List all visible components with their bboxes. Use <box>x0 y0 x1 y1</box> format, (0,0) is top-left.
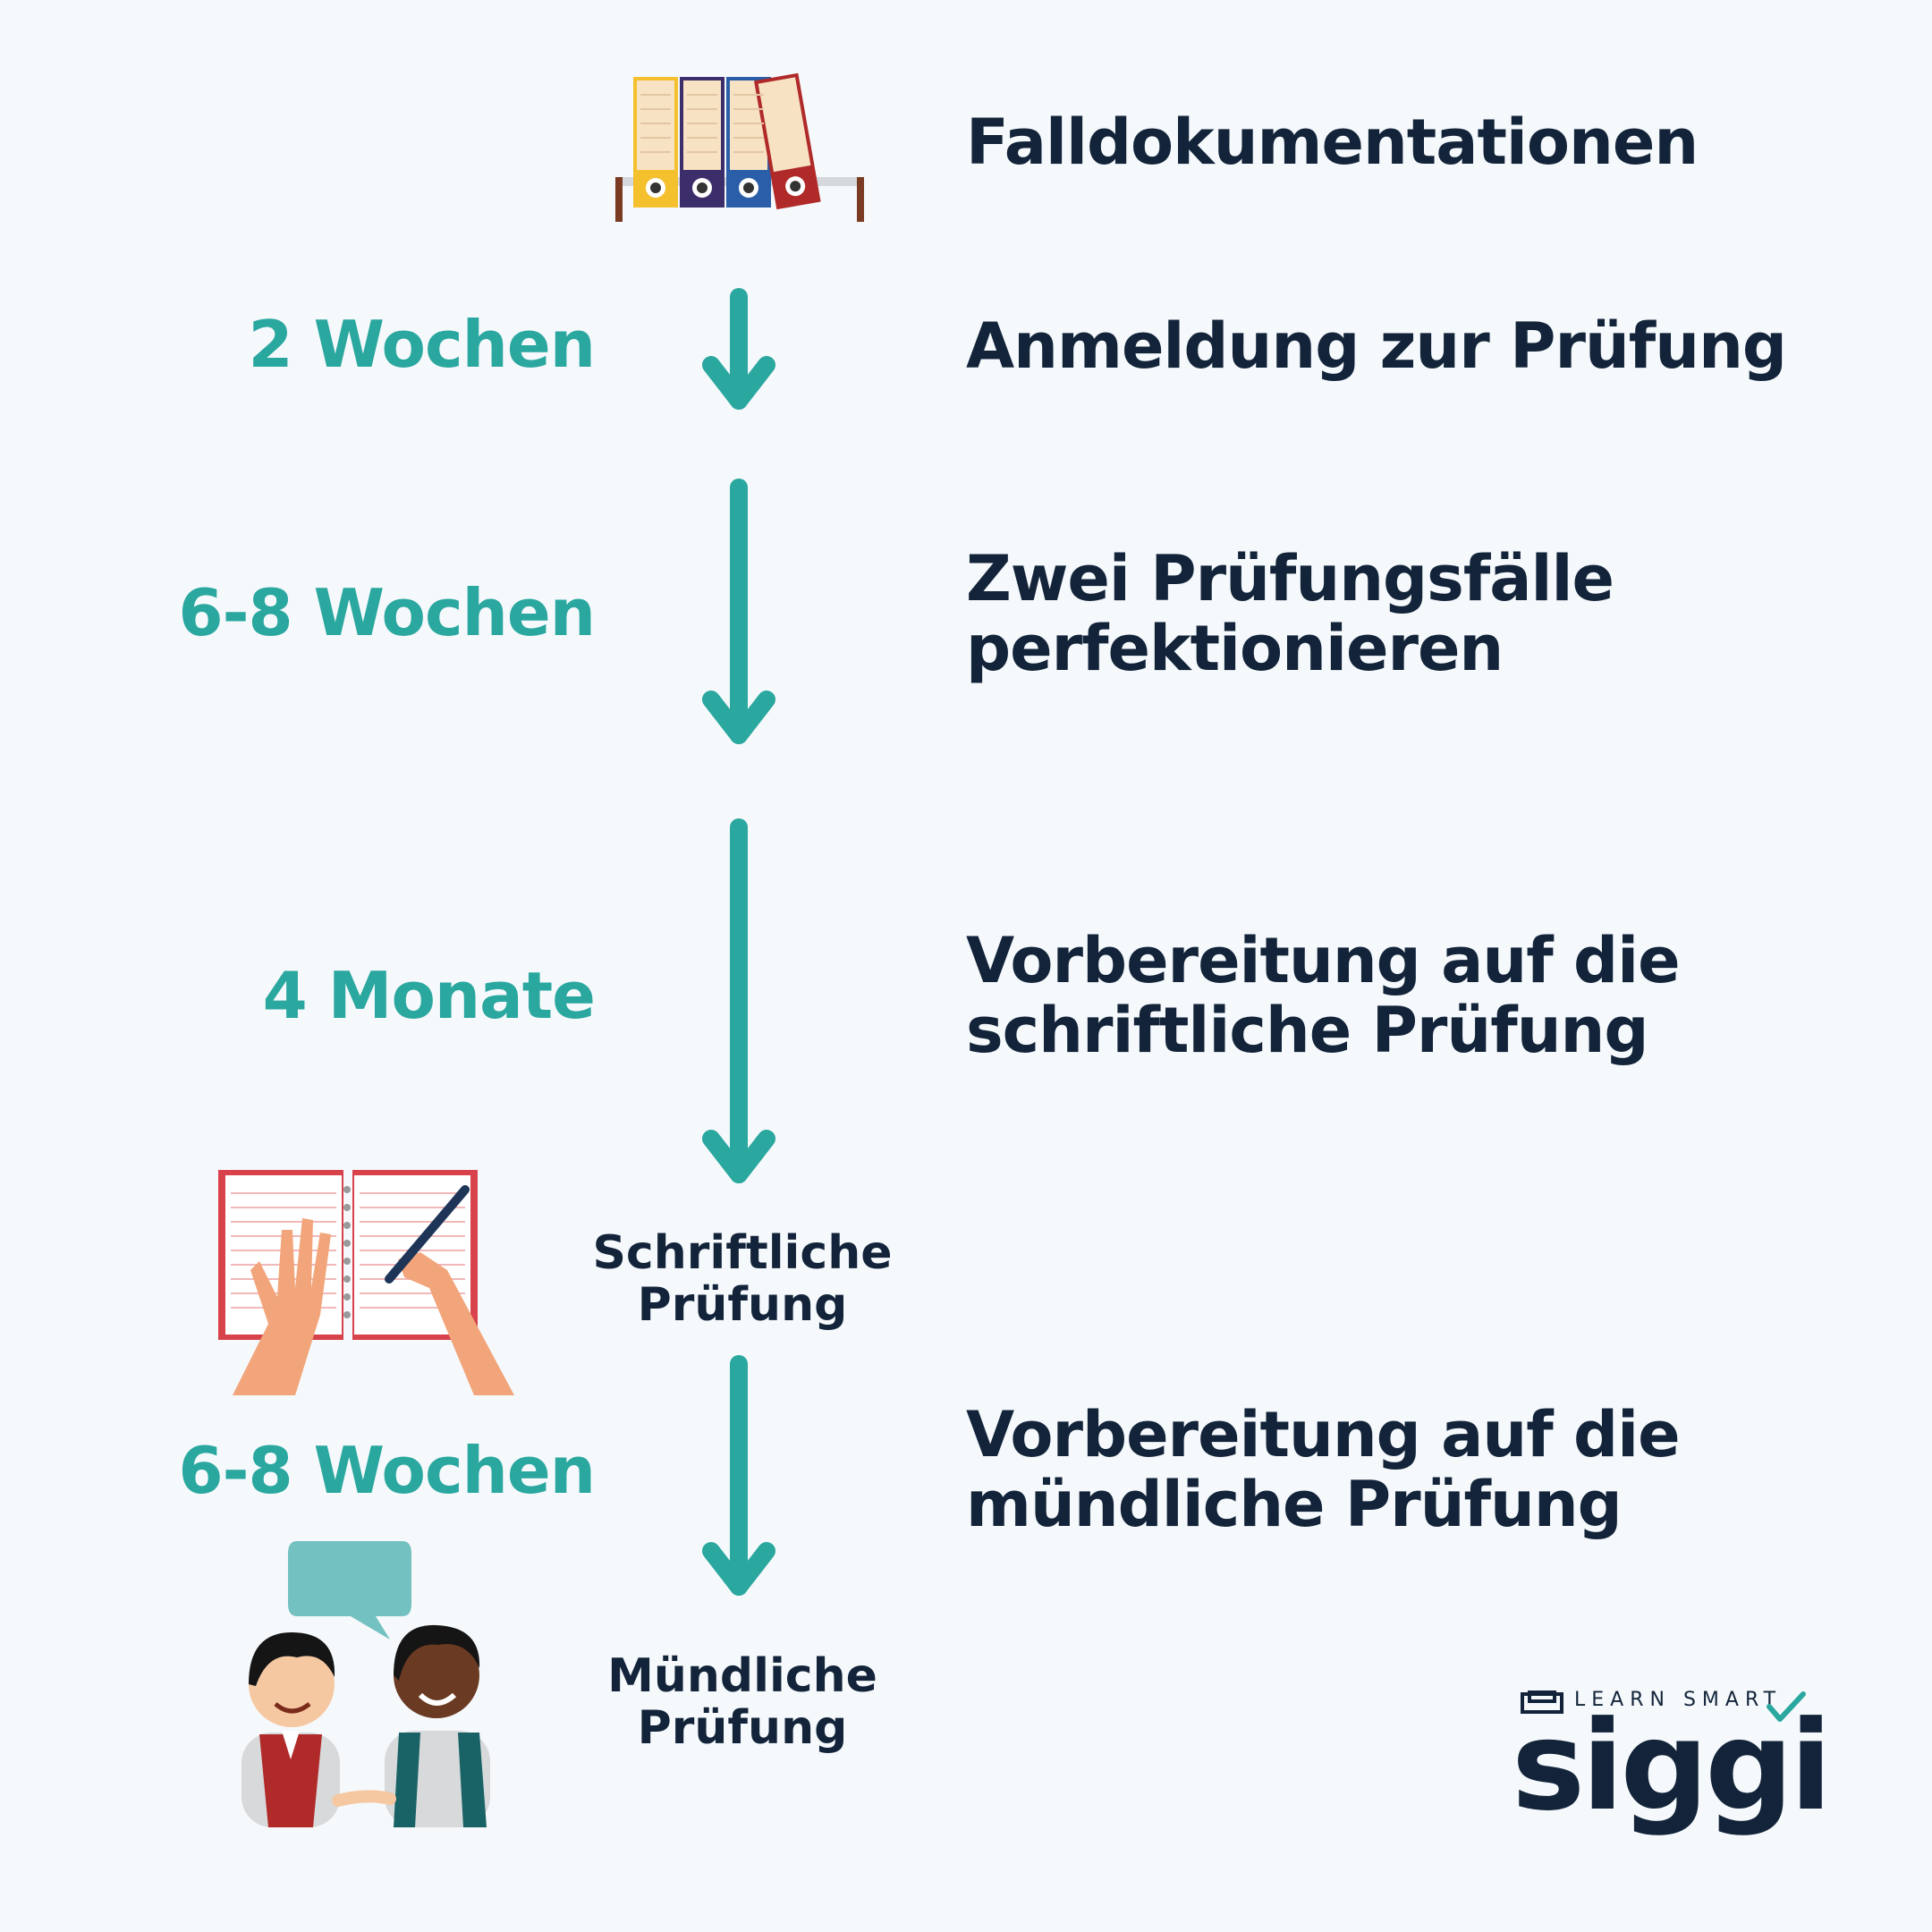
logo-tagline: LEARN SMART <box>1574 1689 1783 1711</box>
down-arrow-icon <box>702 818 775 1183</box>
duration-6-8-weeks-second: 6-8 Wochen <box>178 1433 596 1508</box>
step-case-documentation: Falldokumentationen <box>966 106 1699 179</box>
step-text-line1: Zwei Prüfungsfälle <box>966 542 1614 615</box>
step-text-line1: Vorbereitung auf die <box>966 924 1681 997</box>
duration-6-8-weeks-first: 6-8 Wochen <box>178 575 596 650</box>
duration-2-weeks: 2 Wochen <box>248 307 596 382</box>
step-text-line2: perfektionieren <box>966 612 1504 685</box>
down-arrow-icon <box>702 479 775 744</box>
down-arrow-icon <box>702 288 775 410</box>
milestone-line1: Schriftliche <box>592 1226 893 1280</box>
milestone-oral-exam: Mündliche Prüfung <box>572 1650 912 1754</box>
milestone-written-exam: Schriftliche Prüfung <box>572 1227 912 1331</box>
notebook-writing-icon <box>218 1170 514 1395</box>
step-text-line2: schriftliche Prüfung <box>966 994 1648 1067</box>
box-icon <box>1521 1690 1563 1714</box>
checkmark-icon <box>1767 1691 1806 1722</box>
milestone-line2: Prüfung <box>637 1701 848 1755</box>
step-prepare-written: Vorbereitung auf die schriftliche Prüfun… <box>966 924 1681 1067</box>
down-arrow-icon <box>702 1355 775 1596</box>
step-text-line2: mündliche Prüfung <box>966 1468 1623 1541</box>
conversation-people-icon <box>242 1541 490 1827</box>
step-text-line1: Vorbereitung auf die <box>966 1398 1681 1471</box>
milestone-line1: Mündliche <box>607 1649 877 1703</box>
step-text: Anmeldung zur Prüfung <box>966 309 1787 383</box>
duration-4-months: 4 Monate <box>262 958 596 1033</box>
step-exam-registration: Anmeldung zur Prüfung <box>966 309 1787 383</box>
step-prepare-oral: Vorbereitung auf die mündliche Prüfung <box>966 1398 1681 1541</box>
step-perfect-cases: Zwei Prüfungsfälle perfektionieren <box>966 544 1614 683</box>
milestone-line2: Prüfung <box>637 1278 848 1332</box>
binders-icon <box>615 72 864 222</box>
step-text: Falldokumentationen <box>966 106 1699 179</box>
